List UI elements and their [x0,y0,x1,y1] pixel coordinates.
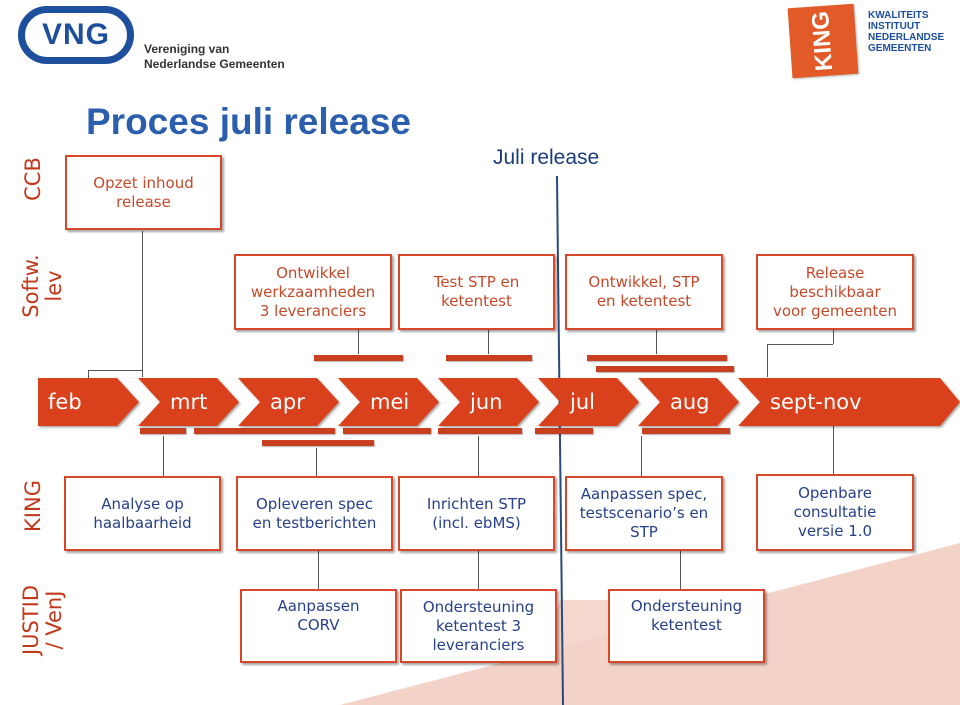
duration-bar [535,428,593,434]
justid-box: Aanpassen CORV [240,589,397,663]
vng-logo: VNG Vereniging van Nederlandse Gemeenten [18,4,298,74]
timeline-chevron-jul [538,378,639,426]
month-label: apr [270,390,305,414]
connector-king-2 [316,448,317,476]
duration-bar [140,428,186,434]
connector-softw-3 [656,330,657,354]
connector-softw-2 [488,330,489,354]
connector-justid-1 [318,551,319,589]
king-box: Aanpassen spec, testscenario’s en STP [565,476,723,551]
duration-bar [596,366,734,372]
month-label: sept-nov [770,390,862,414]
timeline-chevron-sept-nov [738,378,960,426]
softw-box: Release beschikbaar voor gemeenten [756,254,914,330]
justid-box: Ondersteuning ketentest [608,589,765,663]
page-title: Proces juli release [86,101,411,142]
connector-justid-3 [680,551,681,589]
connector-softw-1 [358,330,359,354]
month-label: feb [48,390,82,414]
duration-bar [642,428,730,434]
month-label: jun [470,390,503,414]
connector-softw-4 [833,330,834,344]
month-label: jul [570,390,595,414]
timeline-chevron-aug [638,378,739,426]
king-box: Openbare consultatie versie 1.0 [756,474,914,551]
king-box: Opleveren spec en testberichten [236,476,393,551]
connector-justid-2 [478,551,479,589]
king-logo-text: KWALITEITS INSTITUUT NEDERLANDSE GEMEENT… [868,10,945,54]
connector-softw-4-horizontal [767,344,833,345]
duration-bar [438,428,522,434]
king-logo: KING KWALITEITS INSTITUUT NEDERLANDSE GE… [787,3,958,79]
duration-bar [343,428,431,434]
month-label: mrt [170,390,208,414]
duration-bar [446,355,532,361]
duration-bar [262,440,374,446]
connector-king-1 [163,436,164,476]
duration-bar [194,428,335,434]
king-box: Inrichten STP (incl. ebMS) [398,476,555,551]
connector-ccb [142,231,143,377]
ccb-box: Opzet inhoud release [65,155,222,230]
connector-king-4 [641,436,642,476]
softw-box: Ontwikkel werkzaamheden 3 leveranciers [234,254,392,330]
timeline-chevron-mei [338,378,439,426]
connector-king-5 [833,424,834,476]
duration-bar [587,355,727,361]
timeline-chevron-jun [438,378,539,426]
timeline-chevron-feb [38,378,139,426]
duration-bar [314,355,403,361]
vng-logo-text: Vereniging van Nederlandse Gemeenten [144,42,285,71]
softw-box: Test STP en ketentest [398,254,555,330]
timeline-chevron-mrt [138,378,239,426]
justid-box: Ondersteuning ketentest 3 leveranciers [400,589,557,663]
month-label: mei [370,390,410,414]
milestone-label: Juli release [493,146,600,169]
connector-ccb-left [88,370,89,378]
king-box: Analyse op haalbaarheid [64,476,221,551]
softw-box: Ontwikkel, STP en ketentest [565,254,723,330]
timeline-chevron-apr [238,378,339,426]
month-label: aug [670,390,710,414]
connector-ccb-horizontal [88,370,142,371]
vng-logo-mark: VNG [18,6,134,64]
connector-softw-4-down [767,344,768,377]
connector-king-3 [478,436,479,476]
